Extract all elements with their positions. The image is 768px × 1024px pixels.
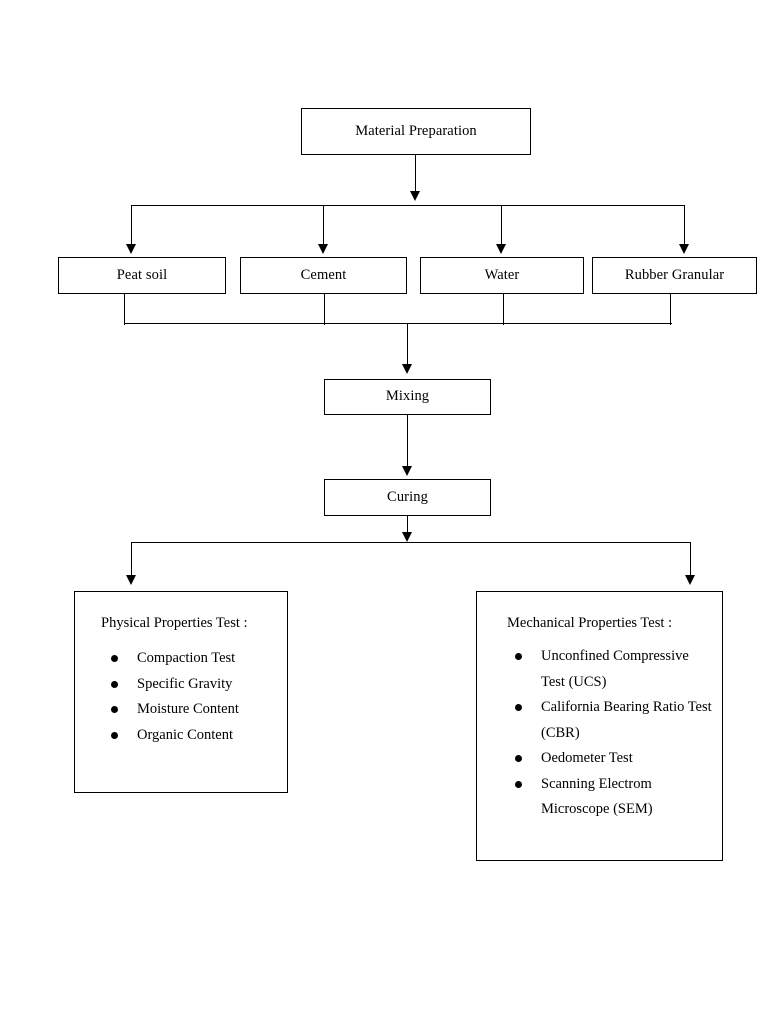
bullet-icon bbox=[515, 755, 522, 763]
connector-cement-to-merge bbox=[324, 294, 325, 325]
connector-merge-to-mixing bbox=[407, 323, 408, 365]
list-item-label: Organic Content bbox=[137, 726, 233, 743]
list-item-label: Unconfined Compressive Test (UCS) bbox=[541, 648, 689, 690]
connector-peat-to-merge bbox=[124, 294, 125, 325]
list-item: Unconfined Compressive Test (UCS) bbox=[515, 644, 713, 695]
arrowhead-mechanical-down bbox=[685, 575, 695, 585]
panel-title: Physical Properties Test : bbox=[101, 615, 248, 631]
list-item: Specific Gravity bbox=[111, 672, 287, 698]
list-item-label: Oedometer Test bbox=[541, 750, 633, 767]
list-item-label: Scanning Electrom Microscope (SEM) bbox=[541, 775, 653, 818]
node-peat-soil: Peat soil bbox=[58, 257, 226, 294]
node-label: Rubber Granular bbox=[624, 266, 725, 283]
node-label: Peat soil bbox=[116, 266, 168, 283]
node-mixing: Mixing bbox=[324, 379, 491, 415]
node-rubber-granular: Rubber Granular bbox=[592, 257, 757, 294]
list-item: Organic Content bbox=[111, 723, 287, 749]
arrowhead-curing-down bbox=[402, 466, 412, 476]
bullet-icon bbox=[515, 780, 522, 788]
connector-material-to-bus bbox=[415, 155, 416, 193]
connector-bus-to-water bbox=[501, 205, 502, 245]
arrowhead-physical-down bbox=[126, 575, 136, 585]
connector-bus-row2 bbox=[131, 205, 685, 206]
mechanical-test-list: Unconfined Compressive Test (UCS) Califo… bbox=[515, 644, 722, 823]
list-item: California Bearing Ratio Test (CBR) bbox=[515, 695, 713, 746]
connector-merge-bus bbox=[124, 323, 672, 324]
panel-physical-properties-test: Physical Properties Test : Compaction Te… bbox=[74, 591, 288, 793]
panel-title: Mechanical Properties Test : bbox=[507, 615, 673, 631]
connector-rubber-to-merge bbox=[670, 294, 671, 325]
node-water: Water bbox=[420, 257, 584, 294]
list-item-label: Compaction Test bbox=[137, 650, 236, 667]
arrowhead-rubber-down bbox=[679, 244, 689, 254]
bullet-icon bbox=[111, 731, 118, 739]
node-cement: Cement bbox=[240, 257, 407, 294]
list-item: Oedometer Test bbox=[515, 746, 713, 772]
connector-bus-to-rubber bbox=[684, 205, 685, 245]
connector-curing-to-bus bbox=[407, 516, 408, 534]
bullet-icon bbox=[515, 704, 522, 712]
node-label: Mixing bbox=[385, 388, 430, 405]
connector-water-to-merge bbox=[503, 294, 504, 325]
arrowhead-curing-split-down bbox=[402, 532, 412, 542]
node-label: Cement bbox=[300, 266, 347, 283]
node-material-preparation: Material Preparation bbox=[301, 108, 531, 155]
arrowhead-peat-down bbox=[126, 244, 136, 254]
connector-bus-to-cement bbox=[323, 205, 324, 245]
connector-mixing-to-curing bbox=[407, 415, 408, 468]
node-label: Material Preparation bbox=[355, 122, 477, 139]
node-label: Curing bbox=[387, 488, 428, 505]
list-item: Compaction Test bbox=[111, 646, 287, 672]
arrowhead-material-down bbox=[410, 191, 420, 201]
connector-bus-to-peat bbox=[131, 205, 132, 245]
panel-mechanical-properties-test: Mechanical Properties Test : Unconfined … bbox=[476, 591, 723, 861]
bullet-icon bbox=[111, 706, 118, 714]
list-item: Moisture Content bbox=[111, 697, 287, 723]
connector-bus-to-physical bbox=[131, 542, 132, 576]
physical-test-list: Compaction Test Specific Gravity Moistur… bbox=[111, 646, 287, 748]
arrowhead-cement-down bbox=[318, 244, 328, 254]
list-item-label: Specific Gravity bbox=[137, 675, 233, 692]
connector-bus-tests bbox=[131, 542, 690, 543]
bullet-icon bbox=[515, 653, 522, 661]
list-item-label: California Bearing Ratio Test (CBR) bbox=[541, 699, 712, 741]
list-item-label: Moisture Content bbox=[137, 701, 239, 718]
bullet-icon bbox=[111, 655, 118, 663]
list-item: Scanning Electrom Microscope (SEM) bbox=[515, 772, 713, 823]
connector-bus-to-mechanical bbox=[690, 542, 691, 576]
node-curing: Curing bbox=[324, 479, 491, 516]
bullet-icon bbox=[111, 680, 118, 688]
arrowhead-water-down bbox=[496, 244, 506, 254]
arrowhead-mixing-down bbox=[402, 364, 412, 374]
node-label: Water bbox=[484, 266, 520, 283]
